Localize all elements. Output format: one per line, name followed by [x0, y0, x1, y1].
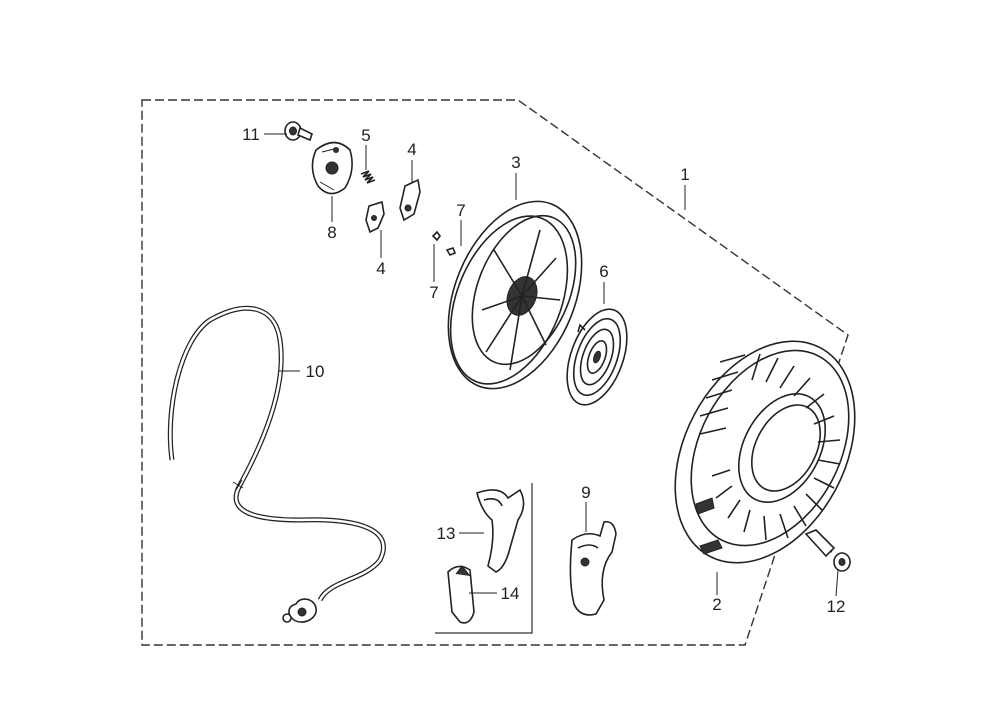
part-2-starter-case — [674, 340, 856, 564]
callout-8: 8 — [327, 223, 336, 242]
part-9-handle — [569, 520, 617, 616]
callout-13: 13 — [437, 524, 456, 543]
part-14-grip-insert — [447, 565, 475, 624]
part-5-spring — [360, 170, 376, 184]
part-8-friction-plate — [311, 141, 353, 195]
callout-6: 6 — [599, 262, 608, 281]
callout-7-lower: 7 — [429, 283, 438, 302]
callout-2: 2 — [712, 595, 721, 614]
callout-3: 3 — [511, 153, 520, 172]
callout-4-lower: 4 — [376, 259, 385, 278]
leader-lines — [264, 133, 839, 597]
callout-11: 11 — [242, 125, 260, 144]
part-10-starter-rope — [167, 305, 386, 623]
callout-5: 5 — [361, 126, 370, 145]
part-4-ratchet-lower — [365, 200, 385, 234]
callout-10: 10 — [306, 362, 325, 381]
part-6-spiral-spring — [566, 308, 628, 406]
callout-14: 14 — [501, 584, 520, 603]
part-11-bolt — [284, 121, 313, 142]
part-3-reel — [447, 200, 583, 390]
part-7-spring-pin — [431, 230, 457, 256]
callout-9: 9 — [581, 483, 590, 502]
callout-1: 1 — [680, 165, 689, 184]
callout-labels: 1 2 3 4 4 5 6 7 7 8 9 10 11 12 13 14 — [242, 125, 845, 616]
subgroup-bracket — [435, 483, 533, 634]
part-13-grip — [476, 488, 525, 573]
part-12-bolt — [804, 529, 851, 572]
callout-7-upper: 7 — [456, 201, 465, 220]
part-4-ratchet-upper — [399, 178, 421, 222]
callout-4-upper: 4 — [407, 140, 416, 159]
callout-12: 12 — [827, 597, 846, 616]
